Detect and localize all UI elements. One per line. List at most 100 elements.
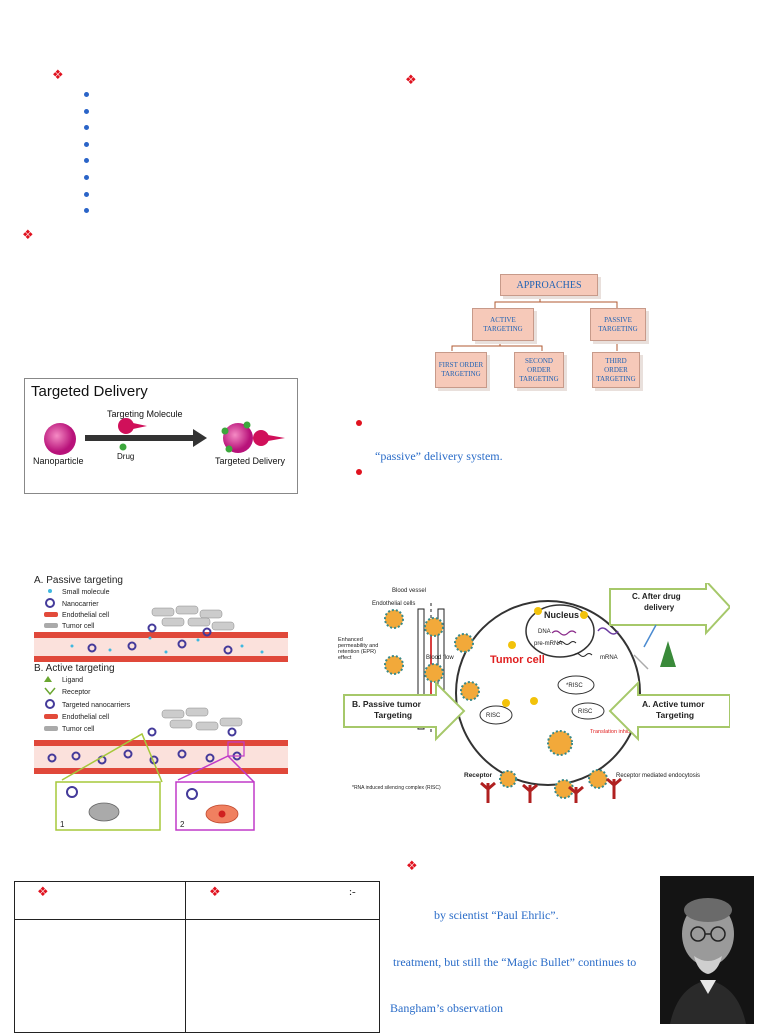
tumor-diagram-svg: Blood vessel Endothelial cells Enhanced …	[338, 578, 732, 803]
pa-endothelial-b: Endothelial cell	[62, 714, 110, 721]
diamond-bullet: ❖	[22, 228, 34, 243]
paul-ehrlich-portrait	[660, 876, 754, 1024]
dot-bullet	[84, 158, 89, 163]
table-diamond-1: ❖	[37, 885, 49, 900]
td2-endothelial: Endothelial cells	[372, 601, 415, 607]
td2-translation: Translation inhibits	[590, 729, 636, 735]
active-targeting-box: ACTIVE TARGETING	[472, 308, 534, 341]
table-separator: :-	[349, 886, 356, 898]
passive-active-svg: A. Passive targeting Small molecule Nano…	[34, 575, 288, 831]
inset-1-label: 1	[60, 820, 65, 829]
drug-dot-icon	[243, 421, 251, 429]
targeted-delivery-svg: Targeted Delivery Targeting Molecule Nan…	[31, 383, 286, 466]
td2-blood-vessel: Blood vessel	[392, 588, 426, 594]
dot-bullet	[84, 208, 89, 213]
ligand-icon	[44, 676, 52, 682]
nanoparticle-icon	[44, 423, 76, 455]
red-bullet	[356, 469, 362, 475]
targeting-molecule-tail	[133, 423, 147, 429]
passive-active-figure: A. Passive targeting Small molecule Nano…	[32, 572, 290, 834]
vessel-b	[34, 707, 288, 774]
targeting-ligand-icon	[253, 430, 269, 446]
pa-passive-title: A. Passive targeting	[34, 575, 123, 586]
dot-bullet	[84, 92, 89, 97]
td2-receptor: Receptor	[464, 772, 493, 779]
endothelial-icon	[44, 612, 58, 617]
history-line-2: treatment, but still the “Magic Bullet” …	[393, 955, 637, 969]
pa-small-molecule: Small molecule	[62, 589, 110, 596]
tumor-cell-icon-b	[44, 726, 58, 731]
td2-risc-star: *RISC	[566, 683, 583, 689]
targeted-particle-icon	[223, 423, 253, 453]
history-line-3: Bangham’s observation	[390, 1001, 503, 1015]
dot-bullet	[84, 175, 89, 180]
targeting-ligand-tail	[268, 435, 285, 441]
approaches-root-box: APPROACHES	[500, 274, 598, 296]
pa-targeted-nanocarriers: Targeted nanocarriers	[62, 702, 131, 709]
dot-bullet	[84, 192, 89, 197]
td2-active-1: A. Active tumor	[642, 699, 705, 709]
drug-dot-icon	[225, 445, 233, 453]
nucleus-shape	[525, 604, 595, 658]
receptors	[480, 777, 622, 803]
vessel-a	[34, 605, 288, 662]
td2-pre-mrna: pre-mRNA	[534, 641, 562, 647]
receptor-icon	[44, 687, 56, 696]
pa-nanocarrier: Nanocarrier	[62, 601, 99, 608]
td-targeted-delivery-label: Targeted Delivery	[215, 456, 286, 466]
diamond-bullet: ❖	[52, 68, 64, 83]
nanocarrier-icon	[45, 598, 55, 608]
td2-after-1: C. After drug	[632, 592, 681, 601]
td2-mrna: mRNA	[600, 655, 618, 661]
td2-rme: Receptor mediated endocytosis	[616, 773, 700, 779]
first-order-box: FIRST ORDER TARGETING	[435, 352, 487, 388]
td2-active-2: Targeting	[656, 710, 694, 720]
td-title: Targeted Delivery	[31, 383, 148, 400]
risc-star-shape	[557, 675, 595, 695]
td2-tumor-cell: Tumor cell	[490, 654, 545, 666]
approaches-connectors	[451, 294, 618, 351]
pa-endothelial: Endothelial cell	[62, 612, 110, 619]
active-arrow	[608, 680, 731, 742]
nanocarriers	[384, 609, 608, 799]
delivery-arrow-head	[193, 429, 207, 447]
drug-icon	[119, 443, 127, 451]
targeted-nanocarrier-icon	[45, 699, 55, 709]
dot-bullet	[84, 142, 89, 147]
approaches-diagram: APPROACHES ACTIVE TARGETING PASSIVE TARG…	[420, 266, 660, 396]
history-line-1: by scientist “Paul Ehrlic”.	[434, 908, 559, 922]
pa-receptor: Receptor	[62, 689, 91, 696]
targeted-delivery-figure: Targeted Delivery Targeting Molecule Nan…	[24, 378, 298, 494]
td2-dna: DNA	[538, 629, 551, 635]
red-bullet	[356, 420, 362, 426]
inset-1	[55, 781, 161, 831]
fragment-triangle	[660, 641, 676, 667]
td2-footnote: *RNA induced silencing complex (RISC)	[352, 785, 441, 791]
td2-risc2: RISC	[578, 709, 593, 715]
td2-risc: RISC	[486, 713, 501, 719]
drug-dot-icon	[221, 427, 229, 435]
pa-active-title: B. Active targeting	[34, 663, 115, 674]
pa-ligand: Ligand	[62, 677, 83, 684]
second-order-box: SECOND ORDER TARGETING	[514, 352, 564, 388]
td2-passive-2: Targeting	[374, 710, 412, 720]
dot-bullet	[84, 125, 89, 130]
third-order-box: THIRD ORDER TARGETING	[592, 352, 640, 388]
comparison-table: ❖ ❖ :-	[14, 881, 380, 1033]
tumor-diagram: Blood vessel Endothelial cells Enhanced …	[338, 578, 732, 805]
passive-targeting-box: PASSIVE TARGETING	[590, 308, 646, 341]
small-molecule-icon	[48, 589, 52, 593]
diamond-bullet: ❖	[406, 859, 418, 874]
table-diamond-2: ❖	[209, 885, 221, 900]
pa-tumor: Tumor cell	[62, 623, 95, 630]
pa-tumor-b: Tumor cell	[62, 726, 95, 733]
td2-after-2: delivery	[644, 603, 675, 612]
targeting-molecule-icon	[118, 418, 134, 434]
td2-nucleus: Nucleus	[544, 610, 579, 620]
passive-arrow	[343, 680, 466, 742]
td2-passive-1: B. Passive tumor	[352, 699, 422, 709]
risc-shape	[479, 705, 513, 725]
td-drug-label: Drug	[117, 452, 134, 461]
endothelial-icon-b	[44, 714, 58, 719]
td-targeting-molecule-label: Targeting Molecule	[107, 409, 183, 419]
